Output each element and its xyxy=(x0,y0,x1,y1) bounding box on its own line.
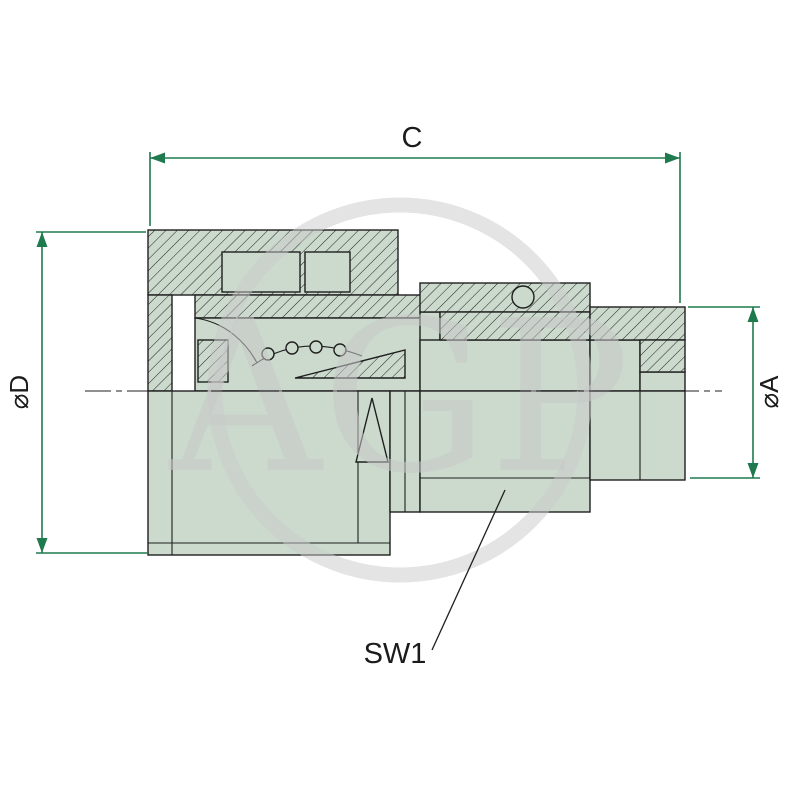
port-lower xyxy=(589,390,686,481)
watermark-text: AGP xyxy=(168,275,631,520)
ball-bearing xyxy=(309,340,323,354)
coupling-body xyxy=(147,229,686,556)
left-wall-section xyxy=(147,294,173,392)
sw1-leader-line xyxy=(431,489,506,651)
watermark: AGP xyxy=(168,197,631,583)
port-top-section xyxy=(589,306,686,341)
dimension-a: ⌀A xyxy=(688,306,784,479)
thread-section xyxy=(639,339,686,373)
dimension-c: C xyxy=(149,122,681,303)
dim-c-label: C xyxy=(402,122,423,154)
ball-bearing xyxy=(333,343,347,357)
dim-c-arrow-left xyxy=(150,152,165,164)
valve-cone-section xyxy=(294,349,406,379)
ball-bearing xyxy=(285,341,299,355)
dimension-d: ⌀D xyxy=(4,231,148,554)
spring-guide-curve xyxy=(251,345,363,367)
sleeve-insert xyxy=(304,251,351,293)
o-ring xyxy=(511,285,535,309)
port-bore-upper xyxy=(639,371,686,392)
sw1-label: SW1 xyxy=(364,638,427,670)
watermark-circle xyxy=(207,197,593,583)
valve-poppet xyxy=(355,397,389,463)
dim-d-arrow-top xyxy=(36,232,48,247)
dim-d-label: ⌀D xyxy=(4,375,34,409)
ball-bearing xyxy=(261,347,275,361)
dim-d-arrow-bottom xyxy=(36,538,48,553)
sw1-callout: SW1 xyxy=(364,489,506,670)
dim-a-label: ⌀A xyxy=(754,375,784,409)
dim-c-arrow-right xyxy=(665,152,680,164)
sleeve-curve xyxy=(194,317,258,364)
dim-a-arrow-top xyxy=(747,307,759,322)
dim-a-arrow-bottom xyxy=(747,463,759,478)
